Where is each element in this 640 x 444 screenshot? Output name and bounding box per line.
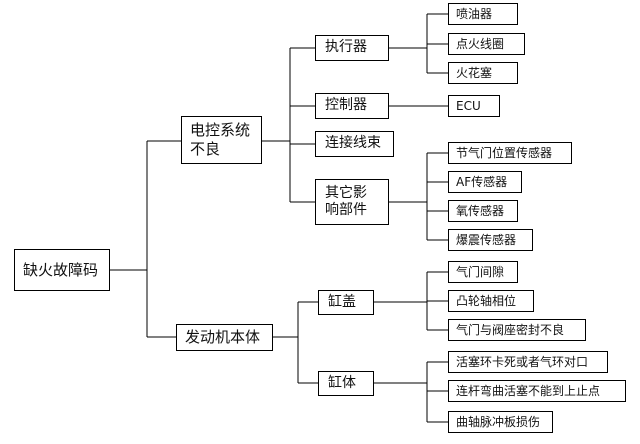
leaf-node: 火花塞 <box>448 62 518 84</box>
group-node-cylinder-block: 缸体 <box>318 371 374 396</box>
leaf-label: 活塞环卡死或者气环对口 <box>456 354 589 369</box>
group-node-cylinder-head: 缸盖 <box>318 290 374 315</box>
leaf-node: 连杆弯曲活塞不能到上止点 <box>448 380 626 402</box>
leaf-node: 曲轴脉冲板损伤 <box>448 411 553 433</box>
leaf-label: AF传感器 <box>456 174 508 189</box>
root-node: 缺火故障码 <box>14 249 110 291</box>
leaf-label: 火花塞 <box>456 65 493 80</box>
leaf-label: 节气门位置传感器 <box>456 145 553 160</box>
branch-label-line: 电控系统 <box>190 121 251 140</box>
group-label: 缸体 <box>328 374 356 391</box>
leaf-label: 连杆弯曲活塞不能到上止点 <box>456 383 601 398</box>
branch-node-electronic-control: 电控系统 不良 <box>181 116 262 164</box>
leaf-label: 气门与阀座密封不良 <box>456 322 565 337</box>
group-label-line: 响部件 <box>325 202 367 218</box>
leaf-label: 点火线圈 <box>456 36 505 51</box>
leaf-node: AF传感器 <box>448 171 522 193</box>
group-node-wire-harness: 连接线束 <box>315 131 394 157</box>
leaf-label: 曲轴脉冲板损伤 <box>456 414 541 429</box>
leaf-node: ECU <box>448 95 500 117</box>
leaf-node: 活塞环卡死或者气环对口 <box>448 351 608 373</box>
group-node-controller: 控制器 <box>315 93 389 119</box>
group-label: 执行器 <box>325 39 367 56</box>
leaf-label: 爆震传感器 <box>456 232 517 247</box>
group-node-other-parts: 其它影 响部件 <box>315 179 389 225</box>
group-label: 缸盖 <box>328 293 356 310</box>
group-node-actuator: 执行器 <box>315 35 389 61</box>
leaf-node: 凸轮轴相位 <box>448 290 534 312</box>
branch-label-line: 不良 <box>190 140 221 158</box>
branch-node-engine-body: 发动机本体 <box>176 324 273 351</box>
root-label: 缺火故障码 <box>23 260 99 279</box>
group-label: 控制器 <box>325 97 367 114</box>
leaf-node: 气门间隙 <box>448 261 518 283</box>
leaf-node: 点火线圈 <box>448 33 525 55</box>
leaf-label: 凸轮轴相位 <box>456 293 517 308</box>
leaf-node: 爆震传感器 <box>448 229 533 251</box>
group-label-line: 其它影 <box>325 184 367 201</box>
leaf-label: 氧传感器 <box>456 203 505 218</box>
group-label: 连接线束 <box>325 135 381 152</box>
leaf-label: ECU <box>456 98 481 113</box>
leaf-node: 氧传感器 <box>448 200 518 222</box>
leaf-node: 喷油器 <box>448 3 518 25</box>
leaf-label: 气门间隙 <box>456 264 505 279</box>
branch-label: 发动机本体 <box>185 328 261 347</box>
leaf-node: 节气门位置传感器 <box>448 142 572 164</box>
leaf-label: 喷油器 <box>456 6 493 21</box>
leaf-node: 气门与阀座密封不良 <box>448 319 586 341</box>
